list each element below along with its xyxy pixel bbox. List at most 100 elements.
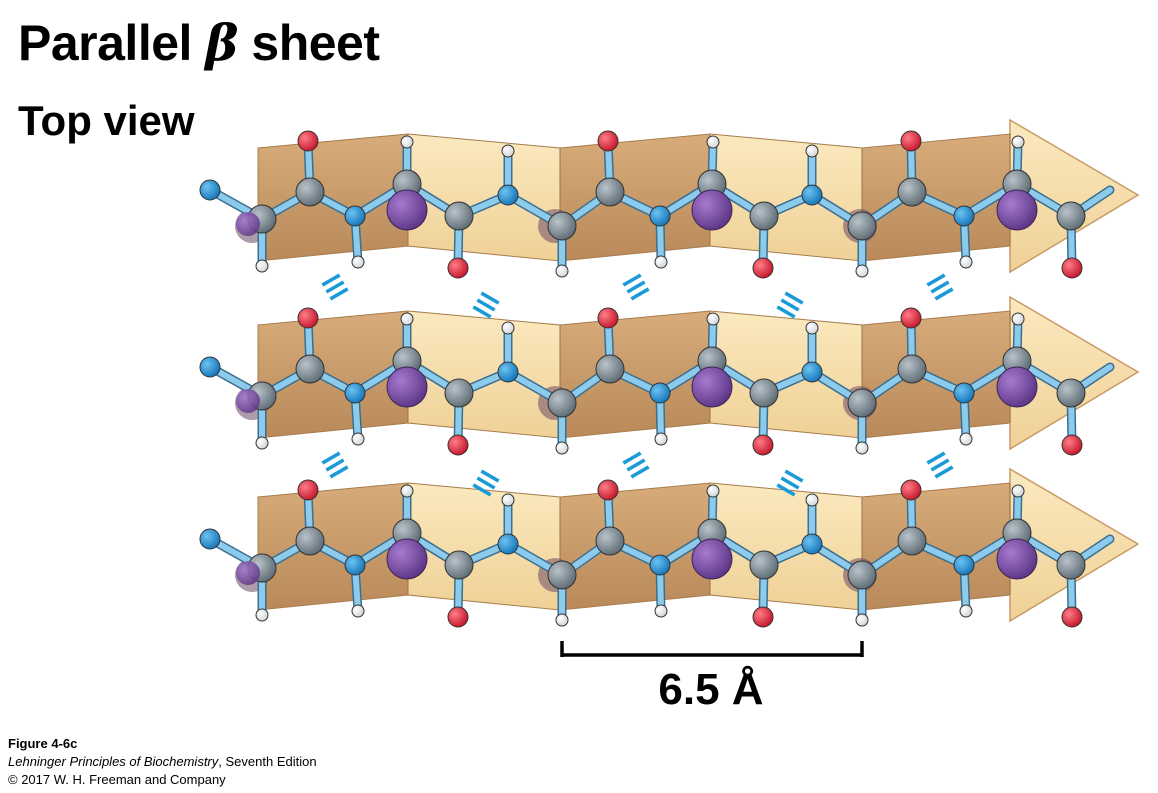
hydrogen-bond-dash: [480, 291, 500, 305]
nitrogen-atom: [953, 382, 975, 404]
caption-copyright: © 2017 W. H. Freeman and Company: [8, 772, 226, 787]
nitrogen-atom: [801, 361, 823, 383]
hydrogen-atom: [501, 144, 515, 158]
hydrogen-bond-dash: [776, 305, 796, 319]
hydrogen-bond-dash: [930, 280, 950, 294]
hydrogen-atom: [255, 608, 269, 622]
hydrogen-bond-dash: [622, 273, 642, 287]
hydrogen-bond-dash: [472, 483, 492, 497]
oxygen-atom: [900, 307, 922, 329]
carbon-atom: [595, 177, 625, 207]
hydrogen-bond-dash: [780, 476, 800, 490]
hydrogen-bond-dash: [934, 465, 954, 479]
carbon-atom: [295, 526, 325, 556]
nitrogen-atom: [497, 533, 519, 555]
hydrogen-atom: [555, 441, 569, 455]
hydrogen-atom: [400, 312, 414, 326]
oxygen-atom: [597, 307, 619, 329]
hydrogen-atom: [555, 613, 569, 627]
hydrogen-bond-dash: [476, 476, 496, 490]
figure-subtitle: Top view: [18, 97, 195, 144]
oxygen-atom: [752, 434, 774, 456]
oxygen-atom: [297, 479, 319, 501]
hydrogen-atom: [654, 432, 668, 446]
r-group-atom: [386, 538, 428, 580]
hydrogen-atom: [351, 604, 365, 618]
oxygen-atom: [297, 307, 319, 329]
oxygen-atom: [752, 257, 774, 279]
carbon-atom: [444, 550, 474, 580]
carbon-atom: [847, 211, 877, 241]
hydrogen-atom: [400, 135, 414, 149]
nitrogen-atom: [497, 361, 519, 383]
nitrogen-atom: [344, 382, 366, 404]
hydrogen-bond-dash: [472, 305, 492, 319]
oxygen-atom: [752, 606, 774, 628]
hydrogen-atom: [501, 493, 515, 507]
oxygen-atom: [1061, 606, 1083, 628]
carbon-atom: [295, 177, 325, 207]
hydrogen-bond-dash: [780, 298, 800, 312]
hydrogen-bond-dash: [329, 465, 349, 479]
oxygen-atom: [447, 606, 469, 628]
hydrogen-bonds-group: [321, 273, 954, 497]
hydrogen-bond-dash: [926, 273, 946, 287]
hydrogen-bond-dash: [321, 451, 341, 465]
nitrogen-atom: [953, 554, 975, 576]
carbon-atom: [595, 354, 625, 384]
r-group-atom: [386, 189, 428, 231]
hydrogen-atom: [855, 441, 869, 455]
carbon-atom: [1056, 378, 1086, 408]
hydrogen-bond: [622, 273, 650, 301]
r-group-atom: [236, 561, 260, 585]
carbon-atom: [444, 201, 474, 231]
oxygen-atom: [597, 479, 619, 501]
carbon-atom: [547, 388, 577, 418]
hydrogen-atom: [255, 259, 269, 273]
carbon-atom: [295, 354, 325, 384]
hydrogen-bond-dash: [630, 287, 650, 301]
oxygen-atom: [900, 130, 922, 152]
hydrogen-atom: [555, 264, 569, 278]
r-group-atom: [386, 366, 428, 408]
hydrogen-bond-dash: [329, 287, 349, 301]
hydrogen-bond-dash: [784, 291, 804, 305]
hydrogen-atom: [959, 255, 973, 269]
hydrogen-bond-dash: [622, 451, 642, 465]
hydrogen-atom: [805, 493, 819, 507]
carbon-atom: [847, 560, 877, 590]
scale-bar: [560, 641, 864, 657]
hydrogen-bond-dash: [930, 458, 950, 472]
title-beta-symbol: β: [205, 13, 238, 72]
hydrogen-atom: [351, 432, 365, 446]
hydrogen-bond-dash: [934, 287, 954, 301]
carbon-atom: [1056, 201, 1086, 231]
hydrogen-atom: [654, 255, 668, 269]
hydrogen-bond-dash: [476, 298, 496, 312]
nitrogen-atom: [801, 533, 823, 555]
nitrogen-atom: [801, 184, 823, 206]
hydrogen-atom: [400, 484, 414, 498]
hydrogen-bond-dash: [325, 458, 345, 472]
oxygen-atom: [900, 479, 922, 501]
hydrogen-atom: [351, 255, 365, 269]
hydrogen-bond-dash: [784, 469, 804, 483]
hydrogen-atom: [706, 484, 720, 498]
figure-caption: Figure 4-6c Lehninger Principles of Bioc…: [8, 735, 317, 789]
oxygen-atom: [297, 130, 319, 152]
strand-2: [199, 295, 1140, 456]
hydrogen-atom: [1011, 312, 1025, 326]
nitrogen-atom: [649, 382, 671, 404]
carbon-atom: [847, 388, 877, 418]
hydrogen-bond: [926, 451, 954, 479]
hydrogen-atom: [501, 321, 515, 335]
strand-3: [199, 467, 1140, 628]
hydrogen-atom: [1011, 135, 1025, 149]
figure-title: Parallel β sheet: [18, 15, 380, 71]
nitrogen-atom: [649, 554, 671, 576]
hydrogen-bond: [776, 469, 804, 497]
title-prefix: Parallel: [18, 15, 206, 71]
strand-1: [199, 118, 1140, 279]
hydrogen-bond-dash: [776, 483, 796, 497]
hydrogen-bond: [321, 273, 349, 301]
